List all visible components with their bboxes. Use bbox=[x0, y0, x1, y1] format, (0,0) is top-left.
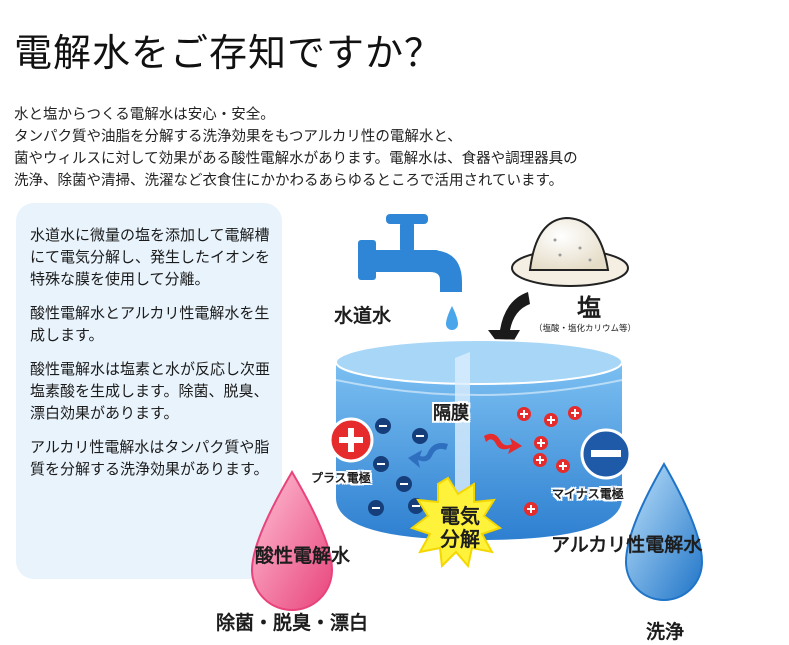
salt-label: 塩 bbox=[577, 294, 601, 322]
explanation-paragraph: 酸性電解水とアルカリ性電解水を生成します。 bbox=[30, 304, 270, 344]
positive-ions bbox=[517, 406, 582, 516]
tap-water-label: 水道水 bbox=[334, 305, 392, 327]
ion-flow-arrow-left-icon bbox=[408, 443, 448, 468]
acidic-water-label: 酸性電解水 bbox=[255, 545, 351, 567]
electrolysis-burst bbox=[409, 476, 503, 569]
membrane bbox=[455, 352, 470, 528]
ion-flow-arrow-right-icon bbox=[484, 433, 522, 454]
minus-electrode-icon bbox=[580, 428, 632, 480]
explanation-text: 水道水に微量の塩を添加して電解槽にて電気分解し、発生したイオンを特殊な膜を使用し… bbox=[30, 224, 270, 492]
salt-note-label: （塩酸・塩化カリウム等） bbox=[534, 324, 637, 334]
minus-electrode-label: マイナス電極 bbox=[552, 487, 624, 501]
acidic-effects-label: 除菌・脱臭・漂白 bbox=[216, 612, 369, 634]
explanation-panel bbox=[16, 203, 282, 579]
explanation-paragraph: 酸性電解水は塩素と水が反応し次亜塩素酸を生成します。除菌、脱臭、漂白効果がありま… bbox=[30, 360, 271, 422]
plus-electrode-icon bbox=[328, 417, 374, 463]
water-drop-icon bbox=[446, 306, 458, 330]
explanation-paragraph: 水道水に微量の塩を添加して電解槽にて電気分解し、発生したイオンを特殊な膜を使用し… bbox=[30, 226, 271, 288]
electrolysis-label: 電気分解 bbox=[440, 504, 480, 551]
intro-line: 菌やウィルスに対して効果がある酸性電解水があります。電解水は、食器や調理器具の bbox=[14, 151, 578, 167]
electrolysis-tank bbox=[335, 339, 623, 540]
faucet-icon bbox=[358, 214, 462, 292]
alkaline-water-drop-icon bbox=[624, 461, 704, 601]
intro-line: 洗浄、除菌や清掃、洗濯など衣食住にかかわるあらゆるところで活用されています。 bbox=[14, 173, 564, 189]
membrane-label: 隔膜 bbox=[433, 403, 469, 424]
alkaline-water-label: アルカリ性電解水 bbox=[551, 534, 703, 556]
intro-line: タンパク質や油脂を分解する洗浄効果をもつアルカリ性の電解水と、 bbox=[14, 129, 462, 145]
intro-text: 水と塩からつくる電解水は安心・安全。 タンパク質や油脂を分解する洗浄効果をもつア… bbox=[14, 104, 784, 192]
acidic-water-drop-icon bbox=[250, 470, 334, 611]
plus-electrode-label: プラス電極 bbox=[311, 471, 371, 485]
salt-arrow-icon bbox=[488, 292, 530, 354]
intro-line: 水と塩からつくる電解水は安心・安全。 bbox=[14, 107, 275, 123]
page-title: 電解水をご存知ですか？ bbox=[14, 31, 444, 75]
explanation-paragraph: アルカリ性電解水はタンパク質や脂質を分解する洗浄効果があります。 bbox=[30, 438, 270, 478]
alkaline-effects-label: 洗浄 bbox=[646, 621, 685, 643]
salt-pile-icon bbox=[511, 216, 629, 287]
